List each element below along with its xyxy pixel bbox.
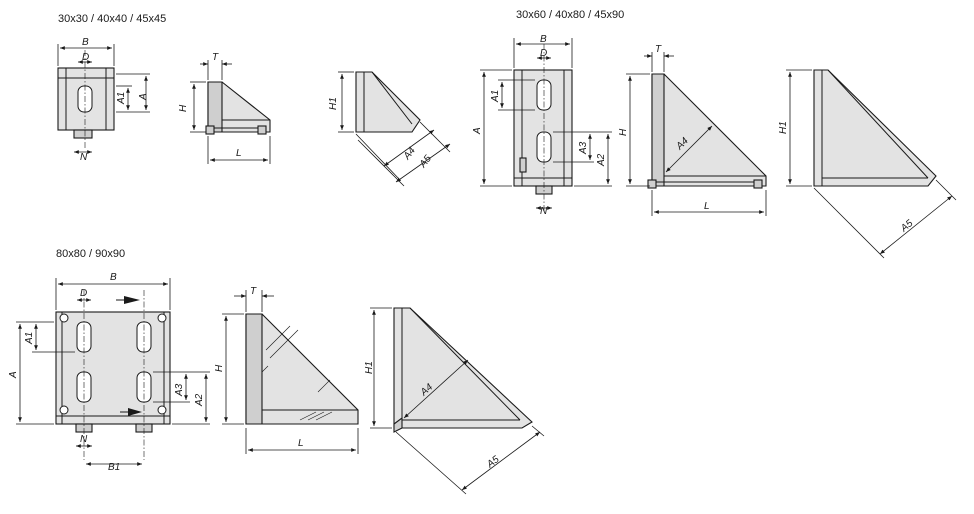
label-A5-small: A5	[417, 153, 434, 171]
label-A3-large: A3	[174, 383, 185, 397]
label-A1-medium: A1	[490, 90, 501, 103]
label-H-large: H	[214, 364, 225, 372]
label-A5-medium: A5	[898, 218, 916, 235]
label-A3-medium: A3	[578, 141, 589, 155]
large-iso-view	[370, 307, 545, 495]
small-iso-view	[338, 71, 451, 187]
label-B-large: B	[110, 272, 117, 283]
group-title-medium: 30x60 / 40x80 / 45x90	[516, 9, 624, 21]
label-T-small: T	[212, 52, 219, 63]
medium-iso-view	[786, 69, 957, 259]
group-title-large: 80x80 / 90x90	[56, 248, 125, 260]
label-A2-large: A2	[194, 393, 205, 407]
label-T-medium: T	[655, 44, 662, 55]
label-L-medium: L	[704, 201, 710, 212]
label-D-medium: D	[540, 48, 547, 59]
label-L-large: L	[298, 438, 304, 449]
label-A2-medium: A2	[596, 153, 607, 167]
small-front-view	[57, 44, 150, 154]
label-L-small: L	[236, 148, 242, 159]
label-N-medium: N	[540, 206, 548, 217]
label-B-medium: B	[540, 34, 547, 45]
label-A1-small: A1	[116, 92, 127, 105]
label-D-large: D	[80, 288, 87, 299]
label-H1-large: H1	[364, 361, 375, 374]
large-front-view	[16, 278, 210, 466]
label-B-small: B	[82, 37, 89, 48]
label-A-large: A	[8, 371, 19, 379]
label-A4-small: A4	[401, 145, 418, 163]
label-H1-small: H1	[328, 97, 339, 110]
label-A1-large: A1	[24, 332, 35, 345]
label-B1-large: B1	[108, 462, 120, 473]
label-N-small: N	[80, 152, 88, 163]
medium-front-view	[480, 38, 612, 212]
medium-side-view	[626, 52, 767, 216]
small-side-view	[190, 60, 271, 164]
label-A-small: A	[138, 93, 149, 101]
group-title-small: 30x30 / 40x40 / 45x45	[58, 13, 166, 25]
label-H-small: H	[178, 104, 189, 112]
label-A5-large: A5	[484, 454, 502, 471]
label-D-small: D	[82, 52, 89, 63]
label-T-large: T	[250, 286, 257, 297]
label-N-large: N	[80, 434, 88, 445]
label-H1-medium: H1	[778, 121, 789, 134]
label-H-medium: H	[618, 128, 629, 136]
label-A-medium: A	[472, 127, 483, 135]
large-side-view	[222, 290, 359, 454]
